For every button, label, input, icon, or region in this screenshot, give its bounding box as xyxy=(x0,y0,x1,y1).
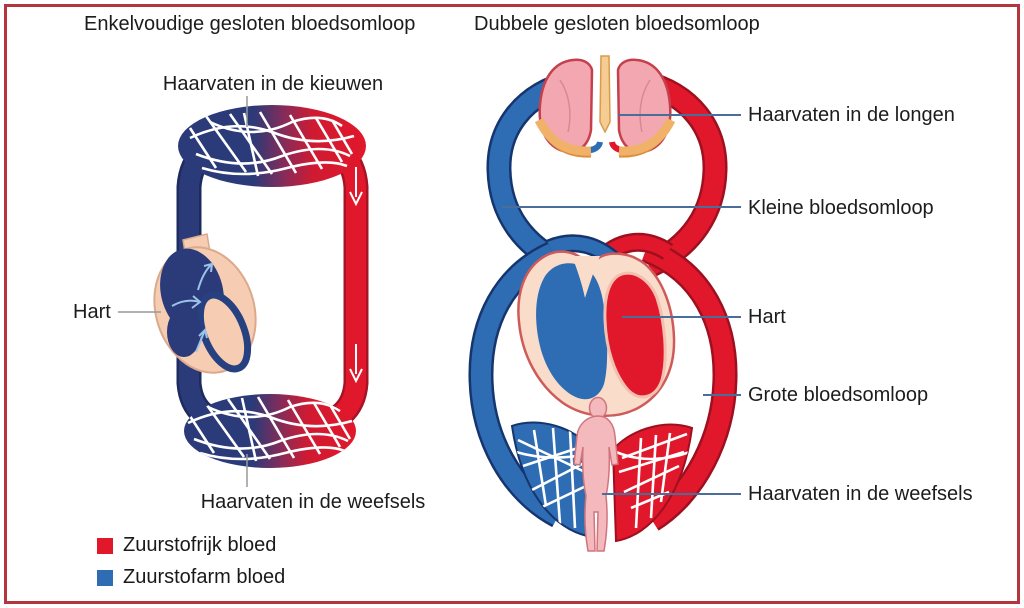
small-circulation-loop xyxy=(486,69,728,278)
label-tissue-capillaries-left: Haarvaten in de weefsels xyxy=(200,491,426,513)
legend-label-oxygen-poor: Zuurstofarm bloed xyxy=(123,566,286,588)
tissue-capillary-mesh-left xyxy=(184,394,356,468)
tissue-capillary-mesh-right xyxy=(510,421,694,543)
label-gill-capillaries: Haarvaten in de kieuwen xyxy=(162,73,384,95)
lungs xyxy=(534,55,676,158)
fish-heart xyxy=(153,233,257,374)
human-figure xyxy=(573,396,619,552)
gill-capillary-mesh xyxy=(178,105,366,187)
single-circulation-figure xyxy=(118,96,369,487)
human-heart xyxy=(517,250,676,417)
flow-arrow-down-bottom xyxy=(349,344,363,384)
label-heart-right: Hart xyxy=(748,306,786,328)
double-circulation-figure xyxy=(468,55,741,552)
legend-swatch-oxygen-poor xyxy=(97,569,113,586)
leader-lines-right xyxy=(502,114,741,495)
legend-label-oxygen-rich: Zuurstofrijk bloed xyxy=(123,534,277,556)
heart-flow-arrows xyxy=(171,262,214,353)
label-small-circulation: Kleine bloedsomloop xyxy=(748,197,934,219)
label-lung-capillaries: Haarvaten in de longen xyxy=(748,104,955,126)
legend-item-oxygen-rich: Zuurstofrijk bloed xyxy=(97,534,285,557)
label-heart-left: Hart xyxy=(73,301,111,323)
label-large-circulation: Grote bloedsomloop xyxy=(748,384,929,406)
left-panel-title: Enkelvoudige gesloten bloedsomloop xyxy=(84,13,416,35)
legend-swatch-oxygen-rich xyxy=(97,537,113,554)
right-panel-title: Dubbele gesloten bloedsomloop xyxy=(474,13,760,35)
leader-lines-left xyxy=(118,96,248,487)
flow-arrow-down-top xyxy=(349,167,363,207)
legend: Zuurstofrijk bloed Zuurstofarm bloed xyxy=(97,534,285,589)
label-tissue-capillaries-right: Haarvaten in de weefsels xyxy=(748,483,973,505)
legend-item-oxygen-poor: Zuurstofarm bloed xyxy=(97,566,285,589)
large-circulation-loop xyxy=(468,238,738,531)
